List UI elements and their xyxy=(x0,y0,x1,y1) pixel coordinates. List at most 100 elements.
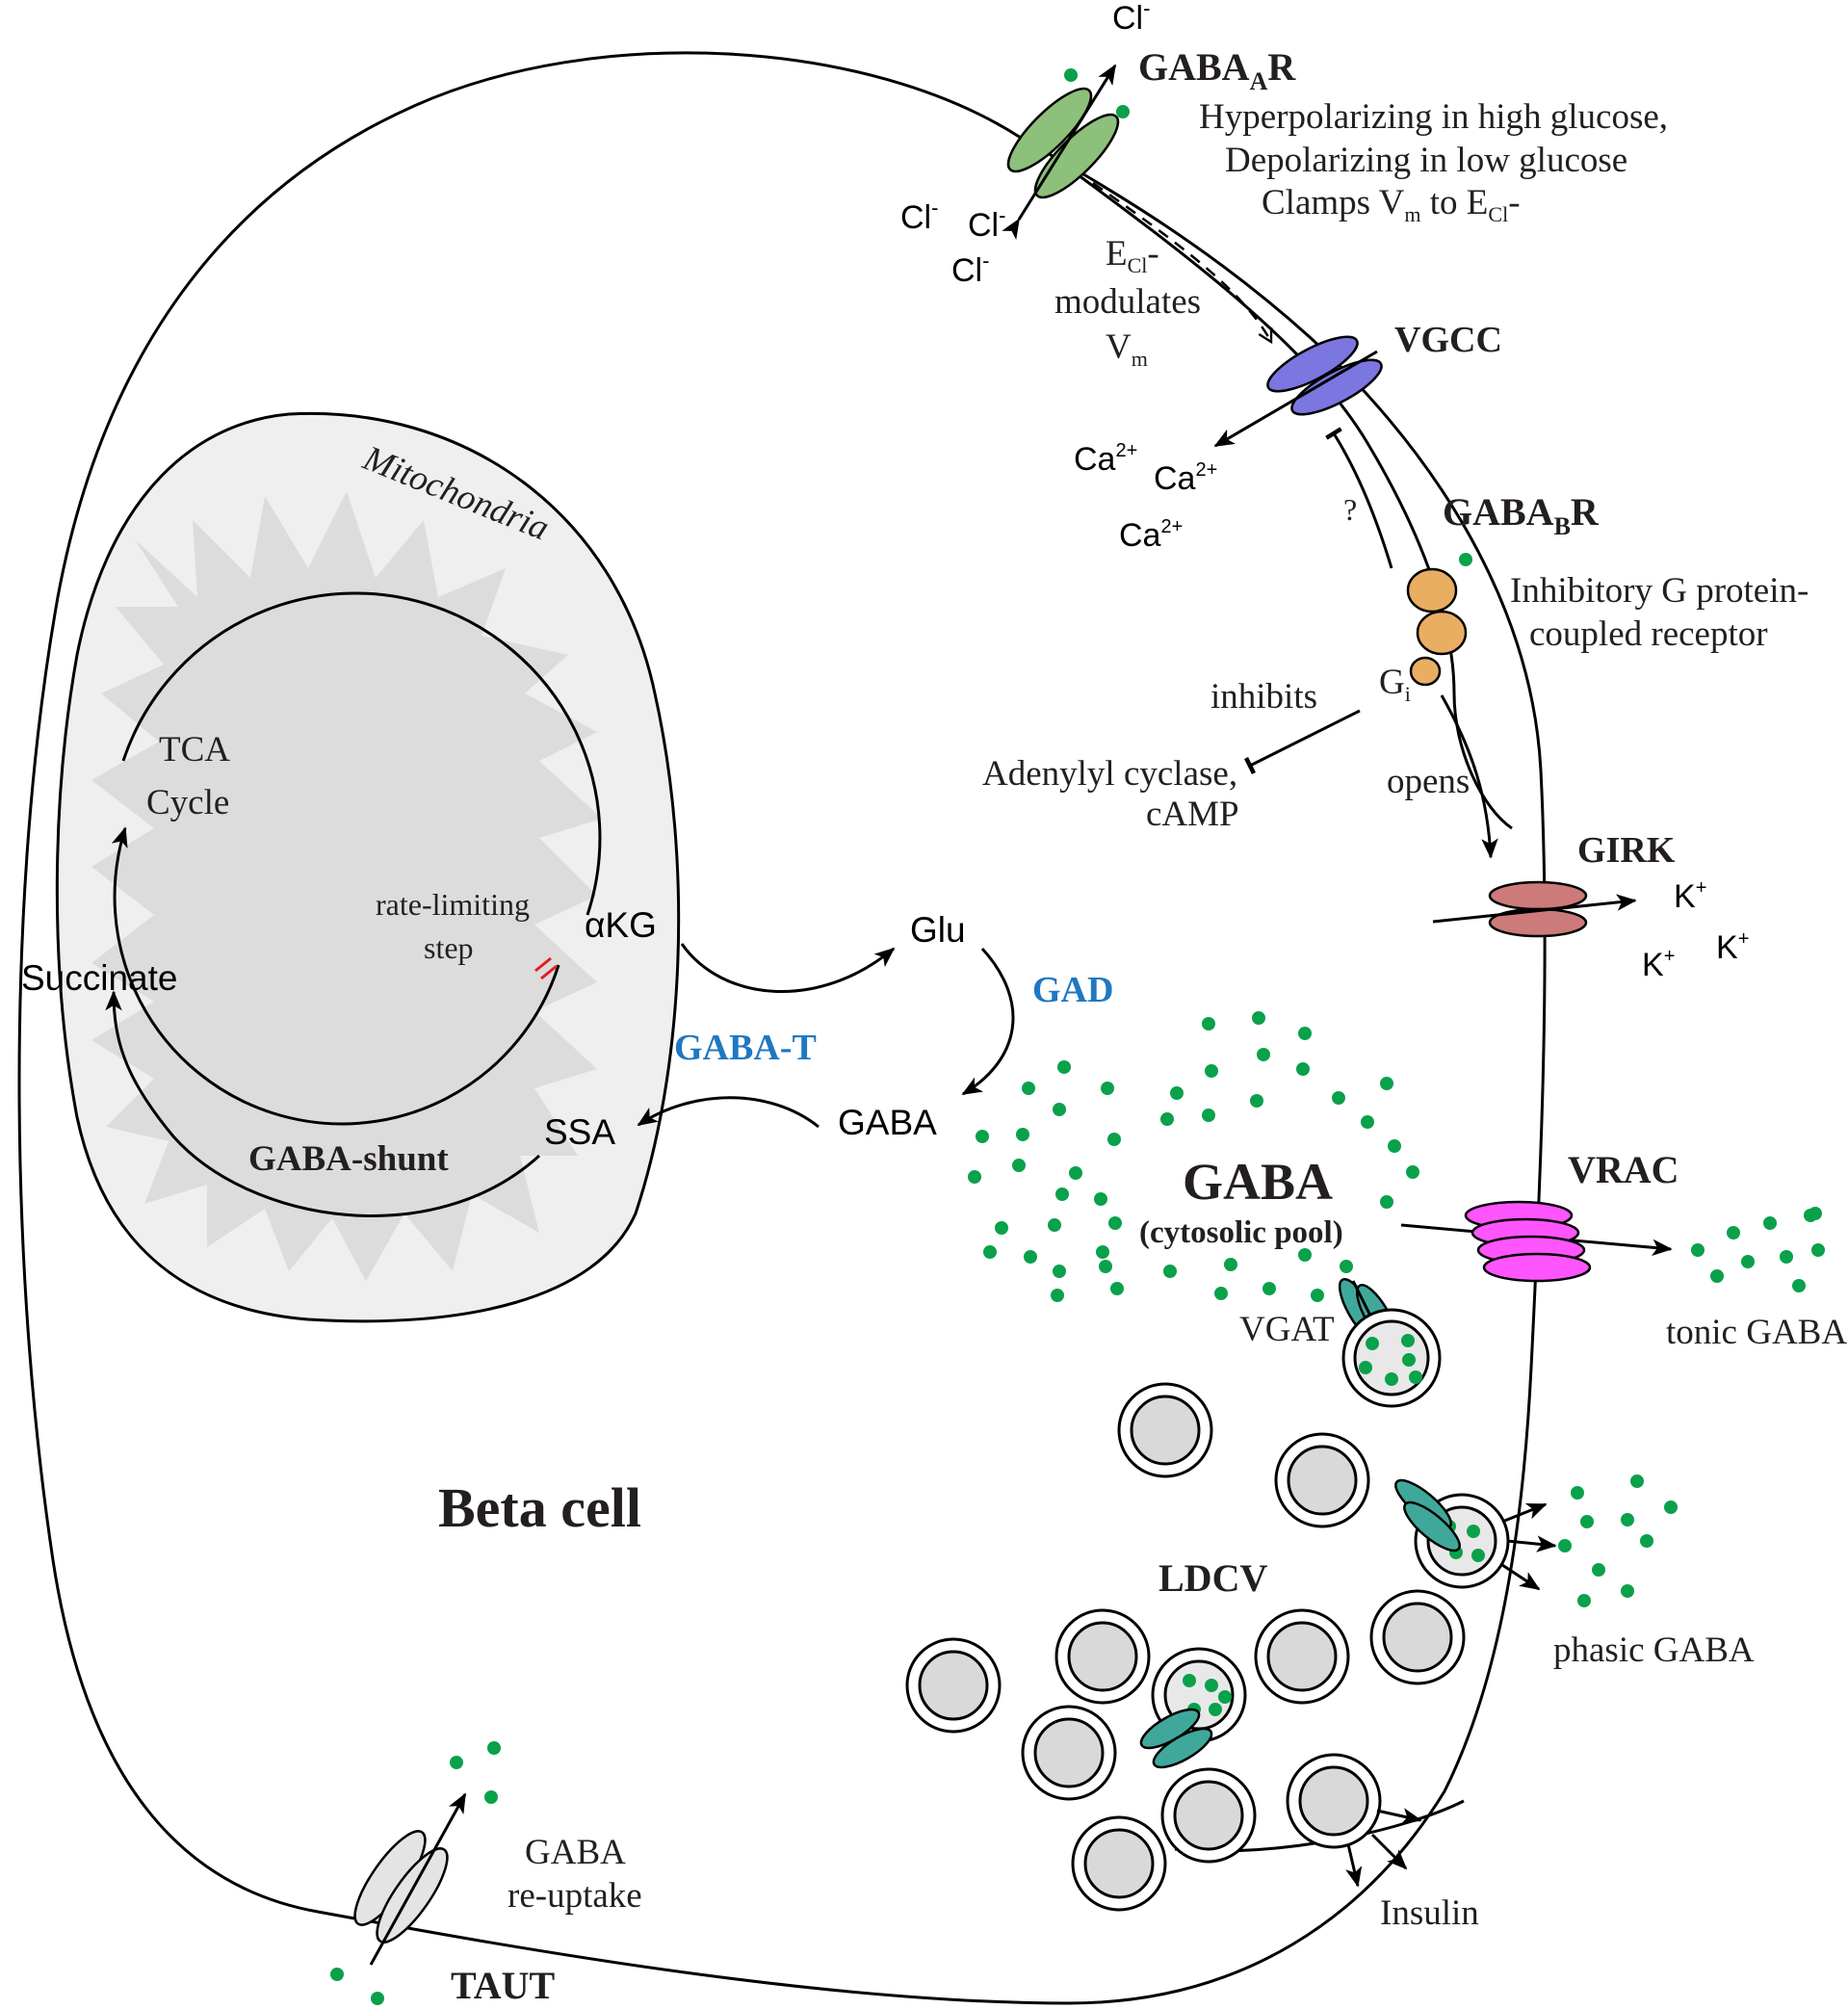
taut-label: TAUT xyxy=(451,1964,555,2007)
insulin-label: Insulin xyxy=(1380,1893,1479,1933)
adenylyl-label-1: Adenylyl cyclase, xyxy=(982,754,1237,794)
ldcv-gaba-loaded xyxy=(1139,1647,1247,1769)
mitochondrion: Mitochondria xyxy=(55,411,681,1323)
gaba-dot xyxy=(1051,1289,1064,1302)
gaba-dot xyxy=(1741,1255,1755,1268)
gaba-dot xyxy=(1163,1265,1177,1278)
gaba-dot xyxy=(1170,1086,1184,1100)
girk-label: GIRK xyxy=(1577,830,1676,871)
gabaar-desc-3: Clamps Vm to ECl- xyxy=(1262,183,1521,226)
ldcv-core xyxy=(1382,1602,1453,1673)
gaba-dot xyxy=(1691,1243,1705,1257)
gaba-dot xyxy=(1780,1250,1793,1264)
gaba-pool-title: GABA xyxy=(1183,1153,1333,1211)
gaba-dot xyxy=(1110,1282,1124,1295)
gaba-dot xyxy=(1160,1112,1174,1126)
tca-label-2: Cycle xyxy=(146,783,229,822)
cl-ion-3: Cl- xyxy=(951,248,989,289)
gaba-dot xyxy=(1057,1060,1071,1074)
gaba-dot xyxy=(1096,1245,1109,1259)
gaba-dot xyxy=(1257,1048,1270,1061)
gaba-dot xyxy=(1311,1289,1324,1302)
gaba-dot xyxy=(1792,1279,1806,1292)
gaba-dot xyxy=(1053,1103,1066,1116)
ldcv-core xyxy=(1083,1828,1155,1899)
ldcv-core xyxy=(1067,1621,1138,1692)
ldcv-group xyxy=(905,1382,1466,1912)
gaba-dot xyxy=(1811,1243,1825,1257)
gababr-vgcc-inhibition xyxy=(1325,427,1393,569)
gad-label: GAD xyxy=(1032,970,1113,1010)
gababr-desc-2: coupled receptor xyxy=(1529,614,1768,654)
gaba-dot xyxy=(976,1130,989,1143)
gaba-dot xyxy=(1099,1260,1112,1273)
modulates-label: modulates xyxy=(1054,282,1201,322)
gababr-label: GABABR xyxy=(1443,490,1600,540)
gaba-dot xyxy=(450,1756,463,1769)
ca-ion-2: Ca2+ xyxy=(1154,459,1217,497)
gaba-dot xyxy=(1727,1226,1740,1239)
gi-adenylyl-inhibition xyxy=(1243,709,1361,775)
gaba-dot xyxy=(1055,1187,1069,1201)
ssa-label: SSA xyxy=(544,1112,615,1152)
gaba-dot xyxy=(1640,1534,1653,1548)
gaba-dot xyxy=(1298,1027,1312,1040)
gaba-dot xyxy=(1621,1513,1634,1526)
k-ion-2: K+ xyxy=(1642,946,1675,983)
gaba-dot xyxy=(330,1968,344,1981)
gaba-dot xyxy=(1094,1192,1107,1206)
gaba-dot xyxy=(1571,1486,1584,1500)
gaba-dot xyxy=(1340,1260,1353,1273)
gaba-t-label: GABA-T xyxy=(674,1028,817,1068)
gaba-dot xyxy=(983,1245,997,1259)
gababr-receptor xyxy=(1406,567,1468,687)
gaba-dot xyxy=(968,1170,981,1184)
gaba-dot xyxy=(1250,1094,1263,1108)
gaba-dot xyxy=(1101,1082,1114,1095)
gaba-dot xyxy=(1380,1077,1393,1090)
gaba-shunt: Succinate SSA GABA-shunt xyxy=(21,958,615,1217)
tonic-gaba-label: tonic GABA xyxy=(1666,1313,1847,1352)
opens-label: opens xyxy=(1387,762,1470,801)
gaba-dot xyxy=(1592,1563,1605,1577)
gaba-dot xyxy=(1202,1109,1215,1122)
gaba-dot xyxy=(1024,1250,1037,1264)
gaba-dot xyxy=(1064,68,1078,82)
gaba-dot xyxy=(1298,1248,1312,1262)
gaba-dot xyxy=(1361,1115,1374,1129)
tca-cycle: TCA Cycle rate-limiting step αKG xyxy=(111,591,657,1126)
gaba-dot xyxy=(1069,1166,1082,1180)
k-ion-1: K+ xyxy=(1674,877,1706,915)
gaba-dot xyxy=(1022,1082,1035,1095)
ldcv-core xyxy=(1033,1717,1105,1788)
rate-limiting-mark xyxy=(534,956,552,973)
question-mark: ? xyxy=(1343,492,1357,527)
gaba-dot xyxy=(1016,1128,1029,1141)
ldcv-core xyxy=(1287,1445,1358,1516)
gaba-dot xyxy=(1107,1133,1121,1146)
gabaar-label: GABAAR xyxy=(1138,45,1296,95)
gaba-dot xyxy=(487,1741,501,1755)
gaba-dot xyxy=(1012,1159,1026,1172)
vm-label: Vm xyxy=(1106,327,1148,371)
phasic-gaba-vesicle xyxy=(1394,1478,1557,1591)
ecl-label: ECl- xyxy=(1106,234,1159,277)
gaba-dot xyxy=(1388,1139,1401,1153)
adenylyl-label-2: cAMP xyxy=(1146,795,1239,834)
ldcv-core xyxy=(1173,1780,1244,1851)
gi-label: Gi xyxy=(1379,663,1411,706)
cristae xyxy=(91,491,602,1281)
gaba-dot xyxy=(1053,1265,1066,1278)
gabaa-receptor xyxy=(1002,64,1120,240)
gaba-dot xyxy=(1580,1515,1594,1528)
membrane-inner-track xyxy=(1049,152,1513,830)
gaba-dot xyxy=(1710,1269,1724,1283)
gaba-dot xyxy=(1048,1218,1061,1232)
gaba-dot xyxy=(1296,1062,1310,1076)
gaba-dot xyxy=(1262,1282,1276,1295)
gaba-pool-subtitle: (cytosolic pool) xyxy=(1139,1215,1343,1250)
gaba-dot xyxy=(1621,1584,1634,1598)
ldcv-core xyxy=(918,1650,989,1721)
rate-limiting-label-1: rate-limiting xyxy=(376,887,530,922)
